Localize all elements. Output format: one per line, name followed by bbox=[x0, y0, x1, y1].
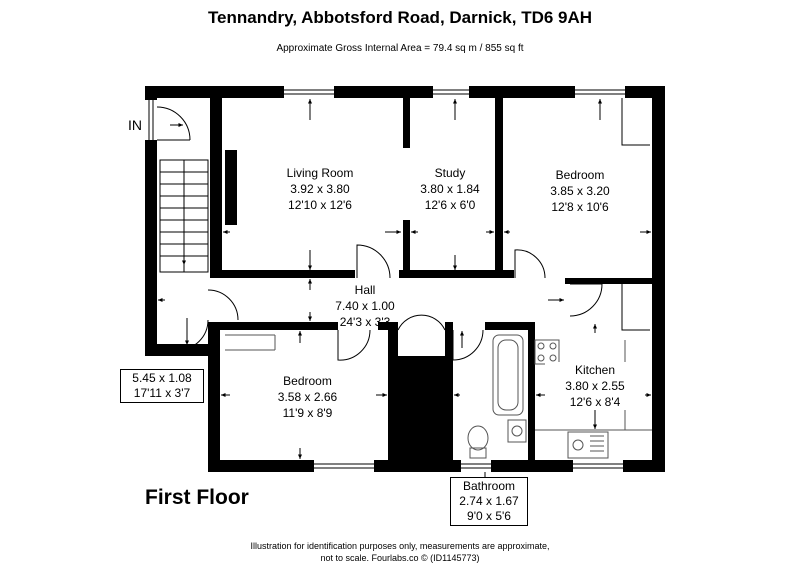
room-name: Kitchen bbox=[574, 363, 616, 377]
room-metric: 3.80 x 2.55 bbox=[565, 379, 625, 393]
room-metric: 7.40 x 1.00 bbox=[335, 299, 395, 313]
room-name: Living Room bbox=[286, 166, 354, 180]
room-name: Study bbox=[434, 166, 466, 180]
room-imperial: 12'8 x 10'6 bbox=[551, 200, 609, 214]
room-bedroom-top: Bedroom 3.85 x 3.20 12'8 x 10'6 bbox=[520, 167, 640, 215]
room-metric: 3.58 x 2.66 bbox=[277, 390, 338, 404]
landing-dimensions: 5.45 x 1.08 17'11 x 3'7 bbox=[120, 369, 204, 403]
room-imperial: 12'6 x 8'4 bbox=[569, 395, 621, 409]
room-metric: 3.85 x 3.20 bbox=[550, 184, 610, 198]
room-hall: Hall 7.40 x 1.00 24'3 x 3'3 bbox=[310, 282, 420, 330]
room-bathroom: Bathroom 2.74 x 1.67 9'0 x 5'6 bbox=[450, 477, 528, 526]
bath-fixtures bbox=[467, 334, 527, 459]
disclaimer-line-1: Illustration for identification purposes… bbox=[250, 541, 550, 551]
room-kitchen: Kitchen 3.80 x 2.55 12'6 x 8'4 bbox=[545, 362, 645, 410]
room-name: Hall bbox=[354, 283, 376, 297]
page-title: Tennandry, Abbotsford Road, Darnick, TD6… bbox=[207, 8, 593, 27]
disclaimer: Illustration for identification purposes… bbox=[0, 540, 800, 564]
room-imperial: 24'3 x 3'3 bbox=[339, 315, 391, 329]
room-imperial: 17'11 x 3'7 bbox=[133, 386, 191, 400]
room-name: Bathroom bbox=[462, 479, 516, 493]
room-name: Bedroom bbox=[283, 374, 332, 388]
entrance-label: IN bbox=[128, 117, 142, 133]
staircase bbox=[159, 159, 209, 273]
room-metric: 3.92 x 3.80 bbox=[290, 182, 350, 196]
room-bedroom-bottom: Bedroom 3.58 x 2.66 11'9 x 8'9 bbox=[250, 373, 365, 421]
room-imperial: 12'10 x 12'6 bbox=[288, 198, 352, 212]
dimension-arrows bbox=[158, 99, 651, 478]
entry-door bbox=[156, 106, 191, 141]
room-metric: 3.80 x 1.84 bbox=[420, 182, 480, 196]
room-imperial: 11'9 x 8'9 bbox=[282, 406, 333, 420]
windows bbox=[145, 86, 625, 472]
room-metric: 5.45 x 1.08 bbox=[132, 371, 192, 385]
room-study: Study 3.80 x 1.84 12'6 x 6'0 bbox=[400, 165, 500, 213]
room-imperial: 12'6 x 6'0 bbox=[424, 198, 476, 212]
outer-walls bbox=[145, 86, 665, 472]
floor-label: First Floor bbox=[145, 486, 249, 509]
internal-walls bbox=[208, 98, 652, 462]
room-imperial: 9'0 x 5'6 bbox=[467, 509, 511, 523]
gross-area: Approximate Gross Internal Area = 79.4 s… bbox=[276, 43, 524, 54]
room-metric: 2.74 x 1.67 bbox=[459, 494, 519, 508]
room-name: Bedroom bbox=[555, 168, 605, 182]
doors bbox=[177, 98, 650, 361]
room-living: Living Room 3.92 x 3.80 12'10 x 12'6 bbox=[260, 165, 380, 213]
disclaimer-line-2: not to scale. Fourlabs.co © (ID1145773) bbox=[320, 553, 480, 563]
kitchen-fixtures bbox=[225, 334, 652, 459]
